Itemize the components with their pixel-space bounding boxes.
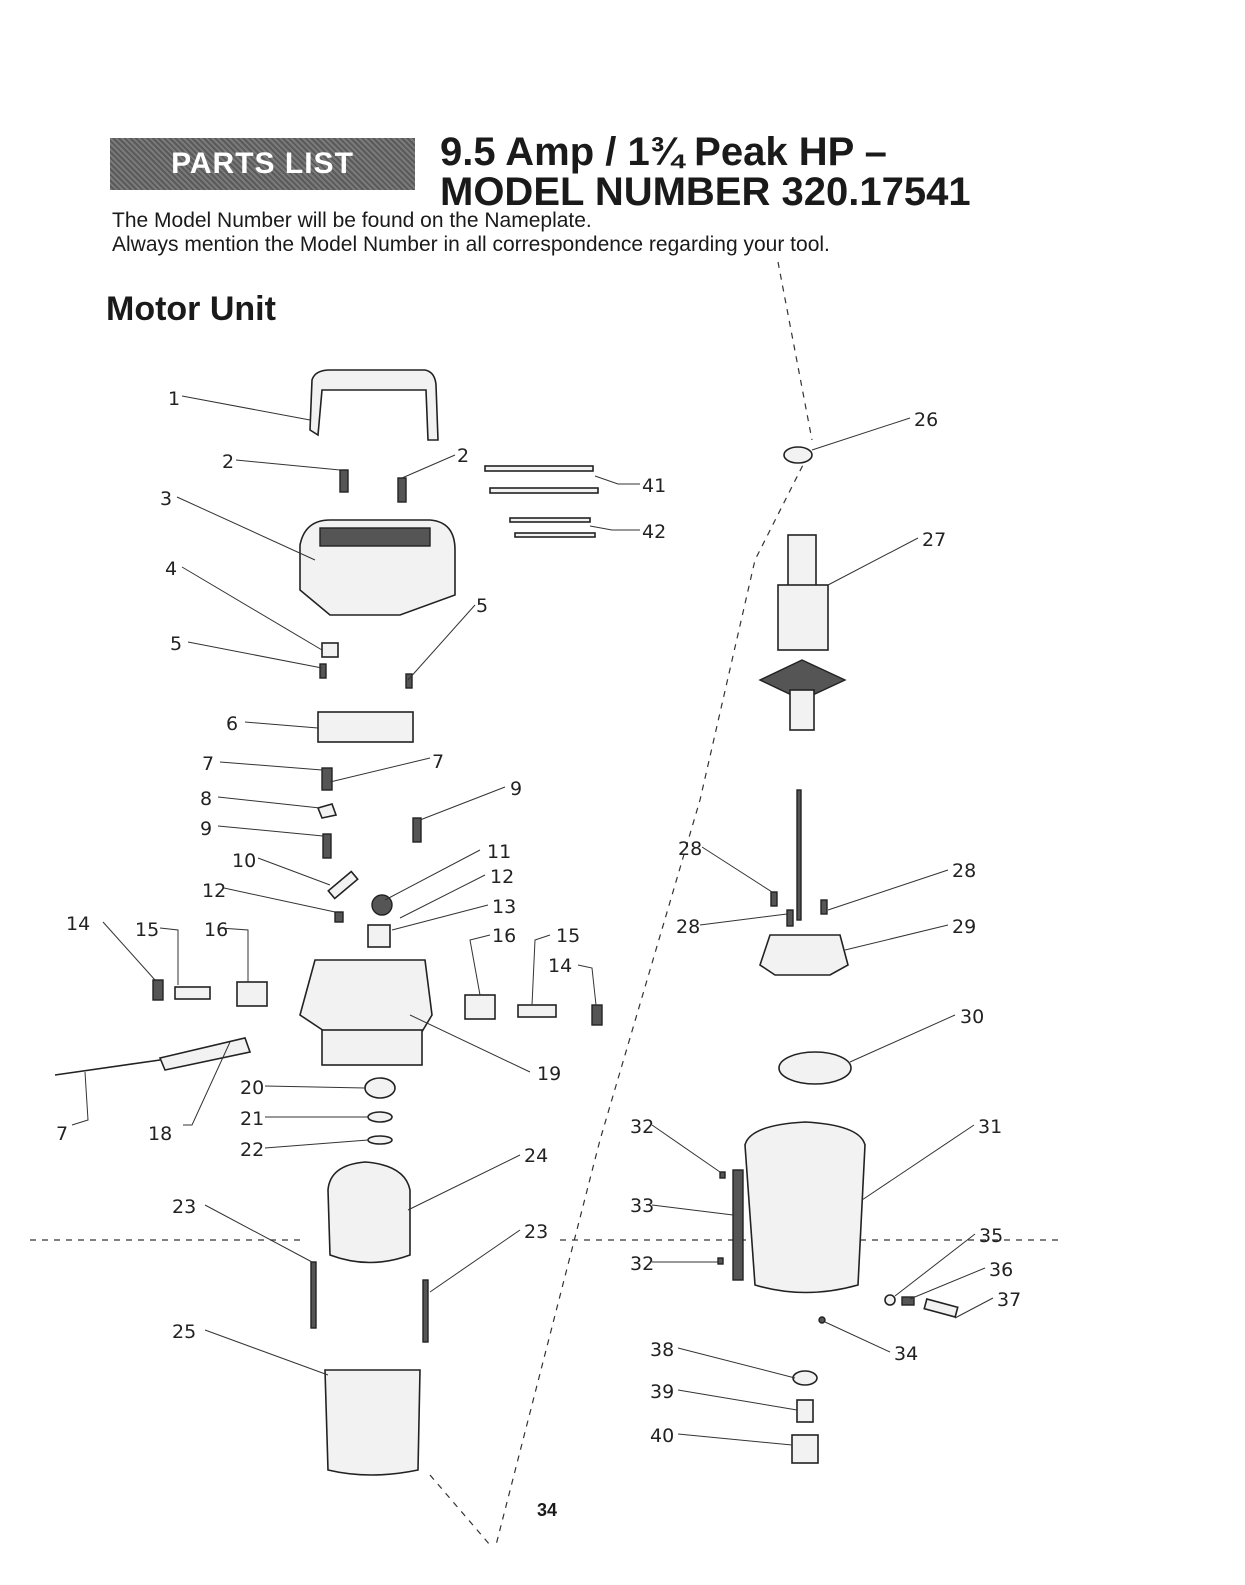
callout-10: 10	[232, 850, 256, 872]
callout-7: 7	[202, 753, 214, 775]
part-bearings-20-21-22	[364, 1077, 396, 1145]
callout-14: 14	[548, 955, 572, 977]
callout-6: 6	[226, 713, 238, 735]
callout-8: 8	[200, 788, 212, 810]
callout-36: 36	[989, 1259, 1013, 1281]
intro-note-line1: The Model Number will be found on the Na…	[112, 209, 592, 232]
callout-32: 32	[630, 1116, 654, 1138]
callout-28: 28	[676, 916, 700, 938]
part-32-34-35-36-37	[717, 1171, 959, 1324]
callout-5: 5	[476, 595, 488, 617]
callout-4: 4	[165, 558, 177, 580]
callout-39: 39	[650, 1381, 674, 1403]
callout-2: 2	[457, 445, 469, 467]
callout-numbers: 1 2 2 41 42 3 4 5 5 6 7 7 8 9 9 10 11 12…	[56, 388, 1021, 1447]
callout-11: 11	[487, 841, 511, 863]
callout-34: 34	[894, 1343, 918, 1365]
part-baffle-28-29	[759, 789, 849, 976]
callout-20: 20	[240, 1077, 264, 1099]
intro-note-line2: Always mention the Model Number in all c…	[112, 233, 830, 256]
callout-13: 13	[492, 896, 516, 918]
callout-16: 16	[492, 925, 516, 947]
callout-15: 15	[556, 925, 580, 947]
callout-16: 16	[204, 919, 228, 941]
callout-31: 31	[978, 1116, 1002, 1138]
part-motor-cap-3	[299, 519, 456, 616]
callout-32: 32	[630, 1253, 654, 1275]
callout-1: 1	[168, 388, 180, 410]
callout-26: 26	[914, 409, 938, 431]
part-switch-6	[317, 711, 414, 743]
callout-21: 21	[240, 1108, 264, 1130]
part-bearing-30	[778, 1051, 852, 1085]
callout-28: 28	[952, 860, 976, 882]
part-brush-holder-19	[299, 959, 433, 1066]
callout-15: 15	[135, 919, 159, 941]
part-4-5	[319, 642, 413, 689]
callout-29: 29	[952, 916, 976, 938]
callout-40: 40	[650, 1425, 674, 1447]
callout-37: 37	[997, 1289, 1021, 1311]
part-long-screws-23	[310, 1261, 429, 1343]
callout-5: 5	[170, 633, 182, 655]
assembly-center-dash-lower	[429, 1474, 491, 1546]
callout-19: 19	[537, 1063, 561, 1085]
callout-7: 7	[432, 751, 444, 773]
part-cord-7-18	[54, 1037, 252, 1076]
callout-14: 14	[66, 913, 90, 935]
callout-18: 18	[148, 1123, 172, 1145]
part-10-11-12-13	[327, 870, 393, 948]
callout-41: 41	[642, 475, 666, 497]
part-brushes-14-15-16	[152, 979, 603, 1026]
callout-35: 35	[979, 1225, 1003, 1247]
part-field-24	[327, 1161, 411, 1264]
callout-9: 9	[200, 818, 212, 840]
callout-9: 9	[510, 778, 522, 800]
callout-23: 23	[524, 1221, 548, 1243]
page-number: 34	[537, 1500, 558, 1520]
leader-lines	[71, 395, 994, 1446]
callout-42: 42	[642, 521, 666, 543]
callout-12: 12	[202, 880, 226, 902]
callout-2: 2	[222, 451, 234, 473]
assembly-center-dash	[495, 261, 813, 1546]
part-motor-housing-25	[324, 1369, 421, 1476]
callout-28: 28	[678, 838, 702, 860]
page-title-line2: MODEL NUMBER 320.17541	[440, 170, 971, 214]
part-bearing-26	[783, 446, 813, 464]
callout-3: 3	[160, 488, 172, 510]
part-handle-1	[309, 369, 439, 441]
callout-22: 22	[240, 1139, 264, 1161]
page-title-line1: 9.5 Amp / 1¾ Peak HP –	[440, 130, 887, 174]
callout-38: 38	[650, 1339, 674, 1361]
callout-33: 33	[630, 1195, 654, 1217]
parts-list-badge: PARTS LIST	[110, 138, 415, 190]
callout-25: 25	[172, 1321, 196, 1343]
callout-23: 23	[172, 1196, 196, 1218]
callout-7: 7	[56, 1123, 68, 1145]
part-base-31	[732, 1121, 866, 1294]
callout-30: 30	[960, 1006, 984, 1028]
callout-24: 24	[524, 1145, 548, 1167]
part-screws-2	[339, 469, 407, 503]
part-armature-27	[758, 534, 847, 731]
section-title: Motor Unit	[106, 290, 276, 328]
part-small-7-8-9	[316, 767, 422, 859]
part-collet-38-39-40	[791, 1370, 819, 1464]
callout-27: 27	[922, 529, 946, 551]
part-wires-41-42	[484, 465, 599, 538]
callout-12: 12	[490, 866, 514, 888]
badge-label: PARTS LIST	[171, 147, 354, 180]
